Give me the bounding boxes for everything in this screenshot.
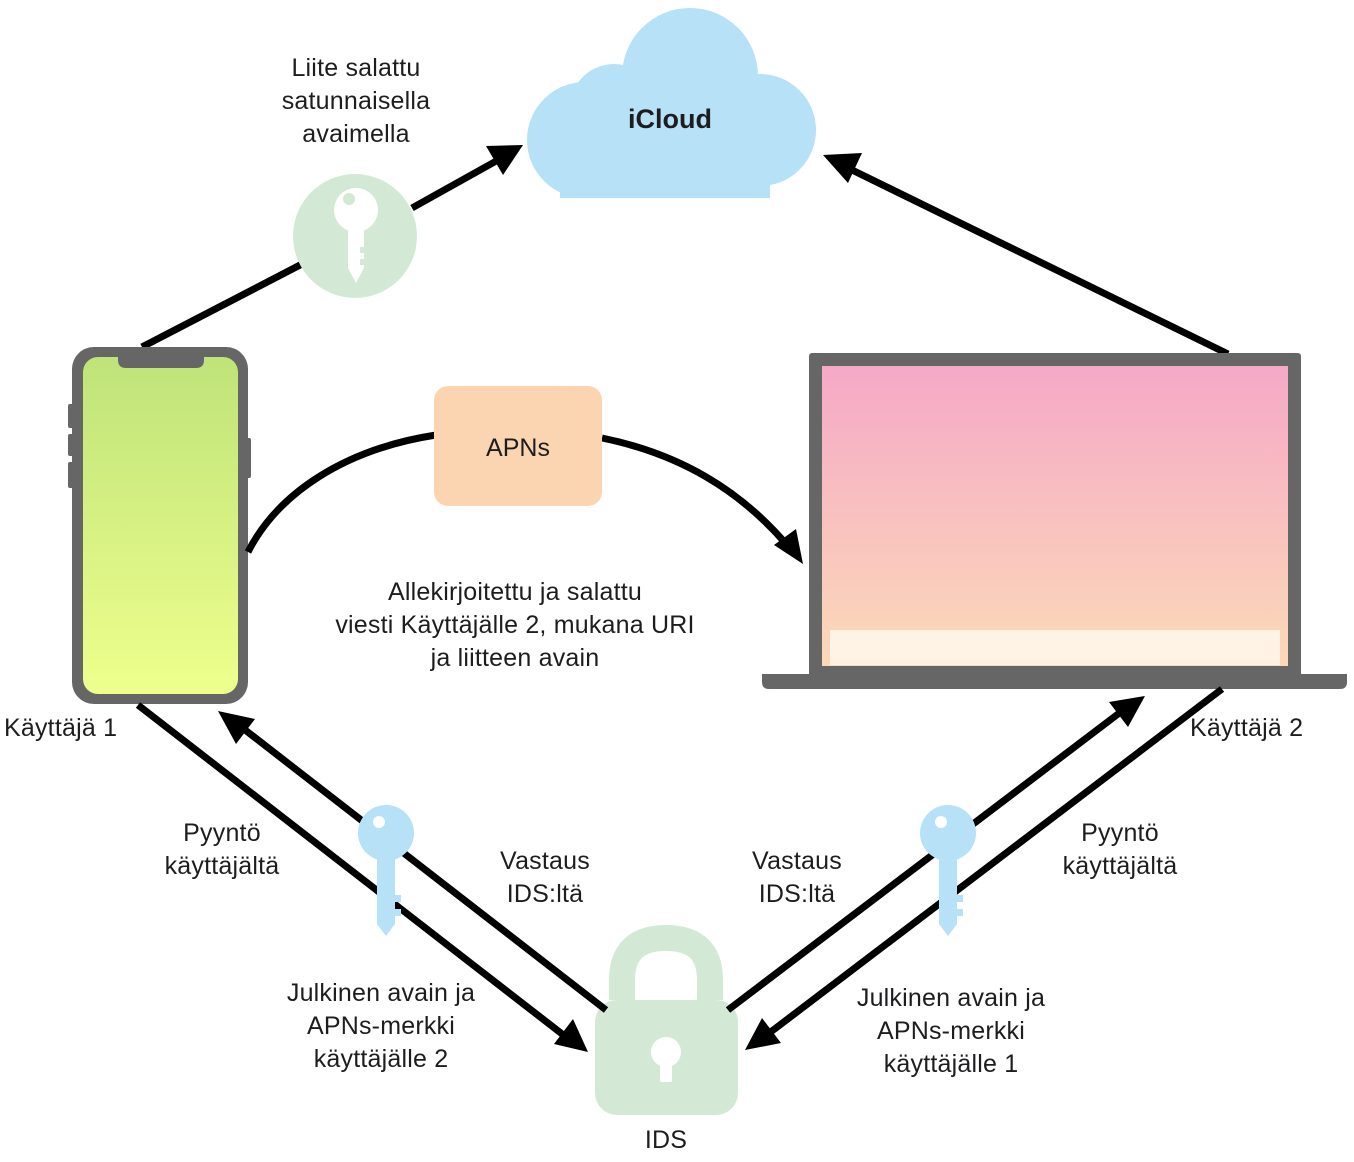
macbook-user2-device-icon [762,353,1347,689]
ids-label: IDS [644,1126,688,1154]
public-key-icon-right [920,805,976,936]
arrow-response-ids-to-user2 [725,708,1125,1013]
response-from-ids-left: Vastaus IDS:ltä [500,847,590,908]
arrow-request-user2-to-ids [765,686,1225,1037]
user2-label: Käyttäjä 2 [1190,714,1304,742]
arrowhead-response-user2 [1109,696,1145,727]
user1-label: Käyttäjä 1 [4,714,118,742]
arrowhead-response-user1 [218,711,255,744]
arrow-user1-to-icloud [140,156,500,351]
ids-lock-icon [595,924,738,1115]
arrowhead-icloud-right [823,153,862,183]
arrowhead-apns [774,529,803,564]
response-from-ids-right: Vastaus IDS:ltä [752,847,842,908]
apns-arc-arrow [244,431,790,554]
arrow-response-ids-to-user1 [237,723,609,1013]
signed-message-note: Allekirjoitettu ja salattu viesti Käyttä… [335,578,695,672]
public-key-for-user1-note: Julkinen avain ja APNs-merkki käyttäjäll… [856,984,1046,1078]
apns-box [434,386,602,506]
icloud-cloud-icon [527,8,816,198]
arrowhead-request-user2 [745,1018,781,1050]
public-key-for-user2-note: Julkinen avain ja APNs-merkki käyttäjäll… [286,979,476,1073]
arrow-request-user1-to-ids [135,702,569,1040]
apns-label: APNs [486,434,550,462]
arrow-user2-to-icloud [846,164,1230,358]
arrowhead-request-user1 [554,1019,588,1052]
request-from-user-right: Pyyntö käyttäjältä [1062,819,1178,880]
icloud-label: iCloud [628,104,712,134]
attachment-encrypted-note: Liite salattu satunnaisella avaimella [281,54,431,148]
attachment-key-icon [293,174,417,298]
iphone-user1-device-icon [68,347,251,704]
request-from-user-left: Pyyntö käyttäjältä [164,819,280,880]
arrowhead-icloud-left [486,145,523,175]
public-key-icon-left [358,805,414,936]
